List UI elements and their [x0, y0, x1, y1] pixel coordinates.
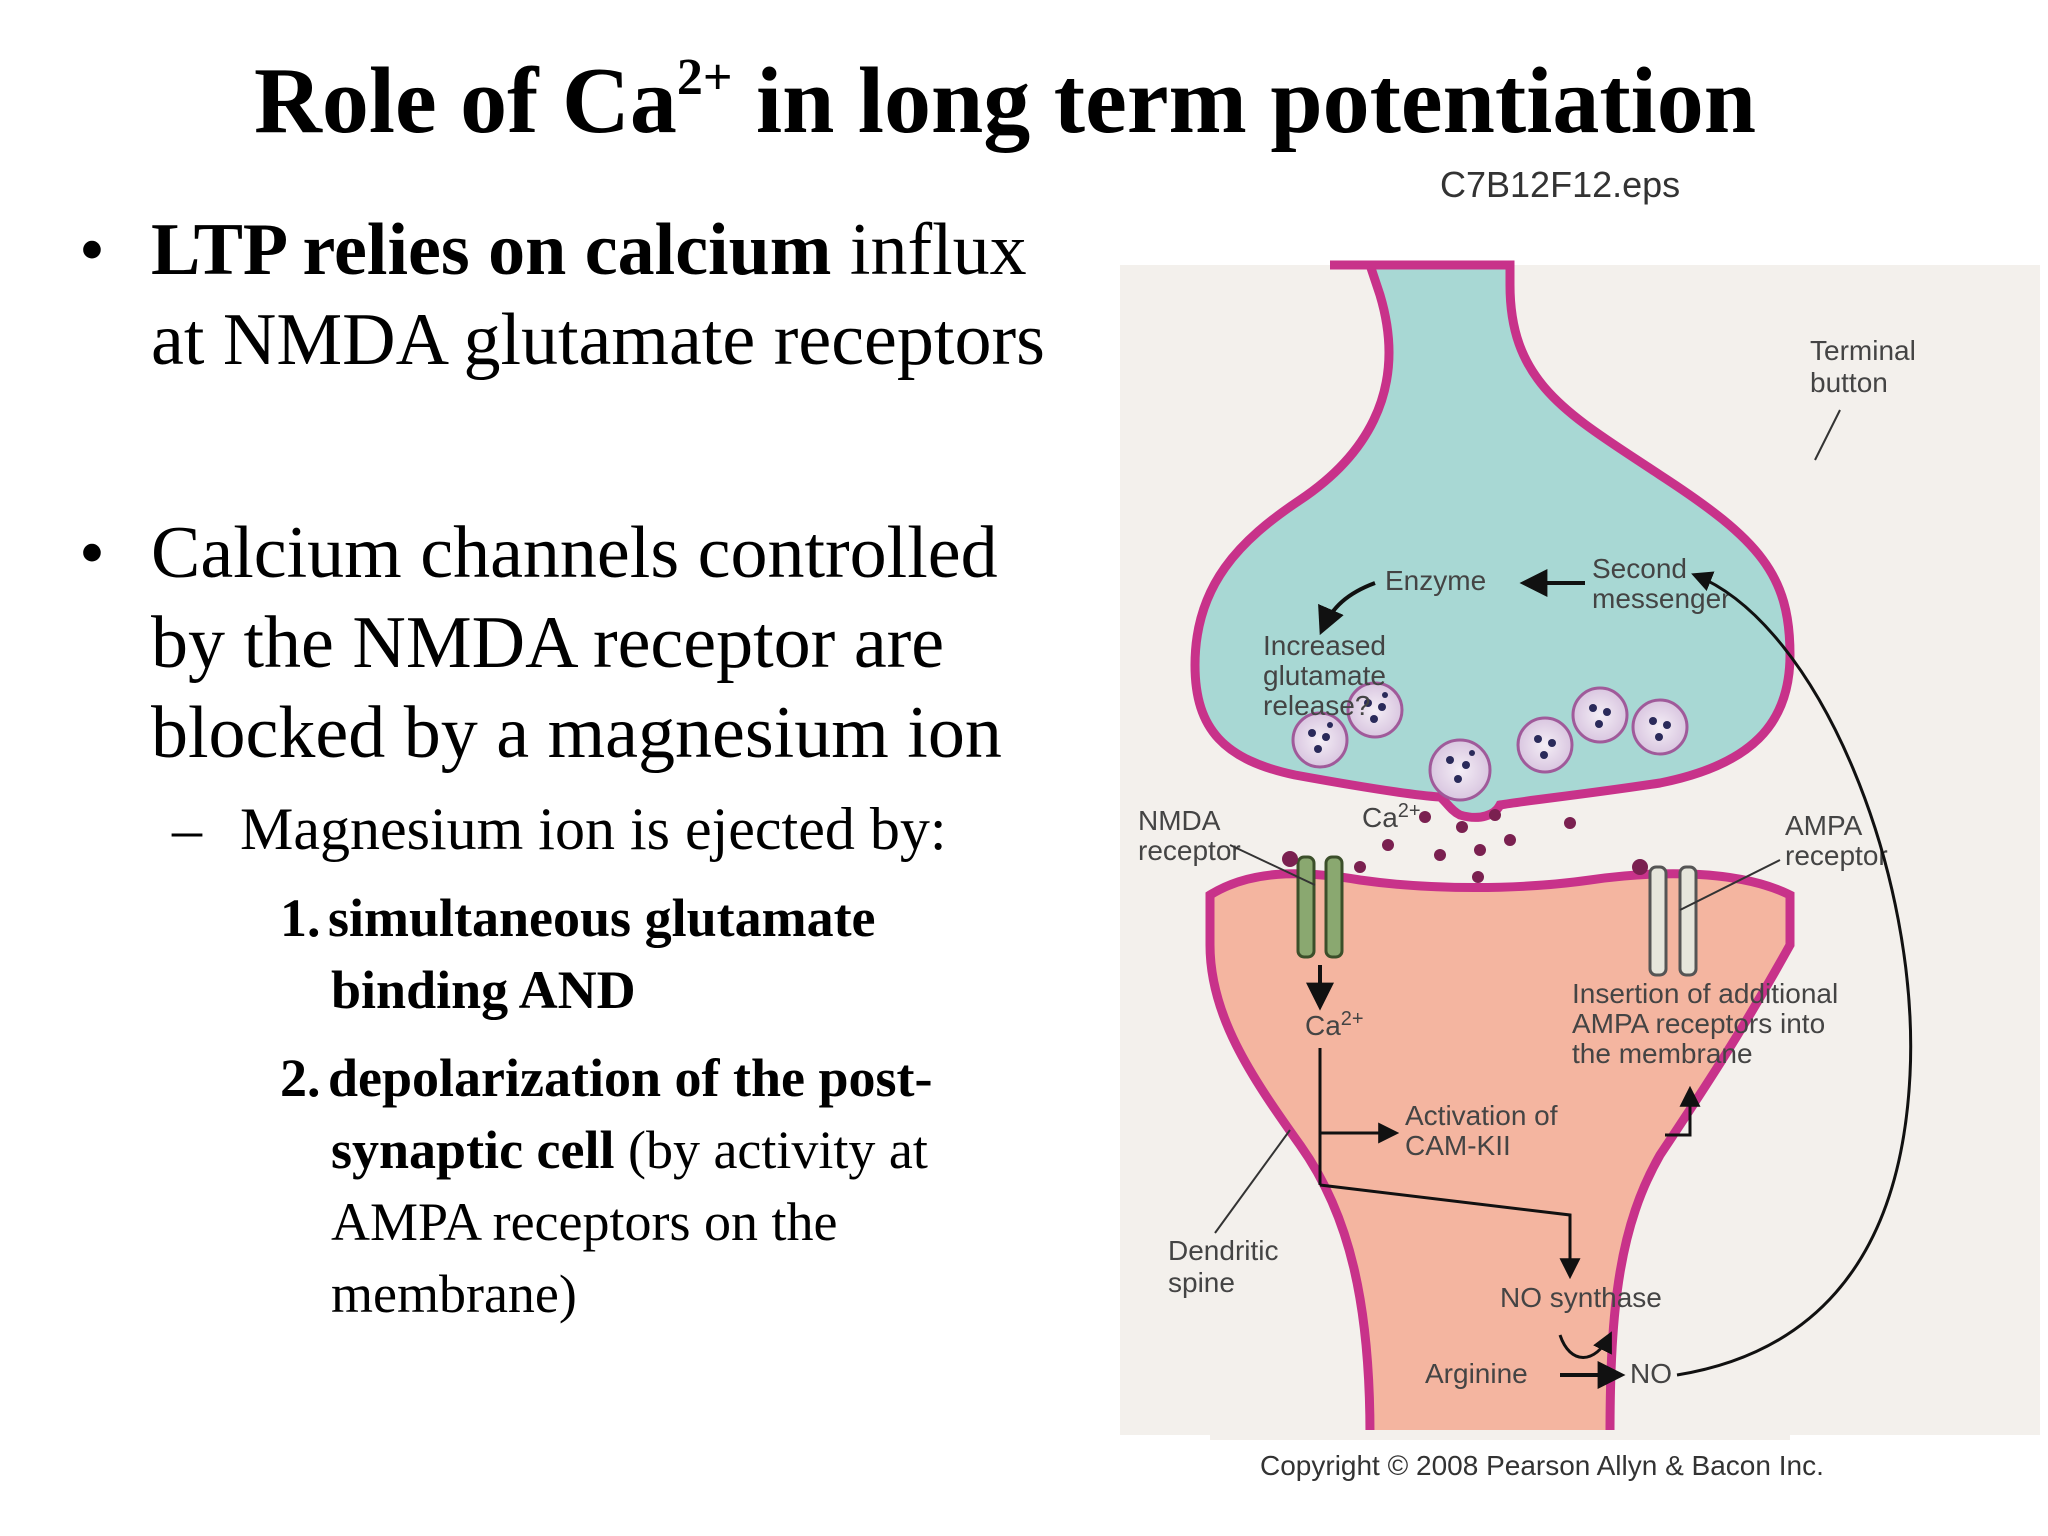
- label-ampa-2: receptor: [1785, 840, 1888, 871]
- label-ampa-1: AMPA: [1785, 810, 1863, 841]
- label-insertion-3: the membrane: [1572, 1038, 1753, 1069]
- title-main: Role of Ca: [253, 49, 677, 153]
- slide-title: Role of Ca2+ in long term potentiation: [0, 49, 2010, 153]
- label-insertion-2: AMPA receptors into: [1572, 1008, 1825, 1039]
- label-no-synthase: NO synthase: [1500, 1282, 1662, 1313]
- bullet-symbol: •: [79, 209, 105, 291]
- label-no: NO: [1630, 1358, 1672, 1389]
- bullet-2-text: Calcium channels controlled by the NMDA …: [151, 512, 1002, 774]
- bullet-1-text: influx at NMDA glutamate receptors: [151, 209, 1045, 381]
- label-dendritic-1: Dendritic: [1168, 1235, 1278, 1266]
- bullet-symbol: •: [79, 512, 105, 594]
- copyright-text: Copyright © 2008 Pearson Allyn & Bacon I…: [1260, 1450, 1824, 1481]
- bullet-1-bold: LTP relies on calcium: [151, 209, 832, 291]
- label-activation-1: Activation of: [1405, 1100, 1558, 1131]
- label-dendritic-2: spine: [1168, 1267, 1235, 1298]
- label-increased-1: Increased: [1263, 630, 1386, 661]
- item-2-text: (by activity at AMPA receptors on the me…: [331, 1120, 928, 1324]
- sub-bullet-symbol: –: [172, 796, 202, 862]
- ampa-receptor-channel: [1632, 859, 1698, 977]
- retrograde-no-arrow: [1676, 571, 1913, 1377]
- label-increased-3: release?: [1263, 690, 1370, 721]
- synapse-diagram: C7B12F12.eps: [1100, 155, 2048, 1490]
- label-increased-2: glutamate: [1263, 660, 1386, 691]
- label-enzyme: Enzyme: [1385, 565, 1486, 596]
- label-terminal-button-2: button: [1810, 367, 1888, 398]
- label-nmda-1: NMDA: [1138, 805, 1221, 836]
- label-terminal-button-1: Terminal: [1810, 335, 1916, 366]
- bullet-calcium-channels: • Calcium channels controlled by the NMD…: [79, 508, 1071, 778]
- item-1-bold: simultaneous glutamate binding AND: [328, 888, 876, 1020]
- synaptic-vesicles: [1291, 681, 1689, 802]
- numbered-item-1: 1. simultaneous glutamate binding AND: [280, 882, 1040, 1026]
- item-number: 2.: [280, 1048, 321, 1108]
- item-2-bold: depolarization of the post-synaptic cell: [328, 1048, 933, 1180]
- nmda-receptor-channel: [1282, 851, 1344, 959]
- label-ca-top: Ca2+: [1362, 800, 1421, 833]
- item-number: 1.: [280, 888, 321, 948]
- numbered-item-2: 2. depolarization of the post-synaptic c…: [280, 1042, 1040, 1330]
- label-activation-2: CAM-KII: [1405, 1130, 1511, 1161]
- dendritic-spine: [1205, 869, 1795, 1440]
- file-label: C7B12F12.eps: [1440, 164, 1680, 205]
- sub-bullet-magnesium: – Magnesium ion is ejected by:: [172, 792, 1100, 866]
- terminal-button: [1190, 260, 1795, 822]
- label-second-messenger-1: Second: [1592, 553, 1687, 584]
- title-rest: in long term potentiation: [732, 49, 1757, 153]
- label-second-messenger-2: messenger: [1592, 583, 1731, 614]
- label-ca-bottom: Ca2+: [1305, 1008, 1364, 1041]
- sub-bullet-text: Magnesium ion is ejected by:: [240, 796, 947, 862]
- label-nmda-2: receptor: [1138, 835, 1241, 866]
- title-superscript: 2+: [676, 49, 733, 106]
- label-arginine: Arginine: [1425, 1358, 1528, 1389]
- glutamate-molecules: [1354, 809, 1576, 883]
- label-insertion-1: Insertion of additional: [1572, 978, 1838, 1009]
- bullet-ltp-calcium: • LTP relies on calcium influx at NMDA g…: [79, 205, 1071, 385]
